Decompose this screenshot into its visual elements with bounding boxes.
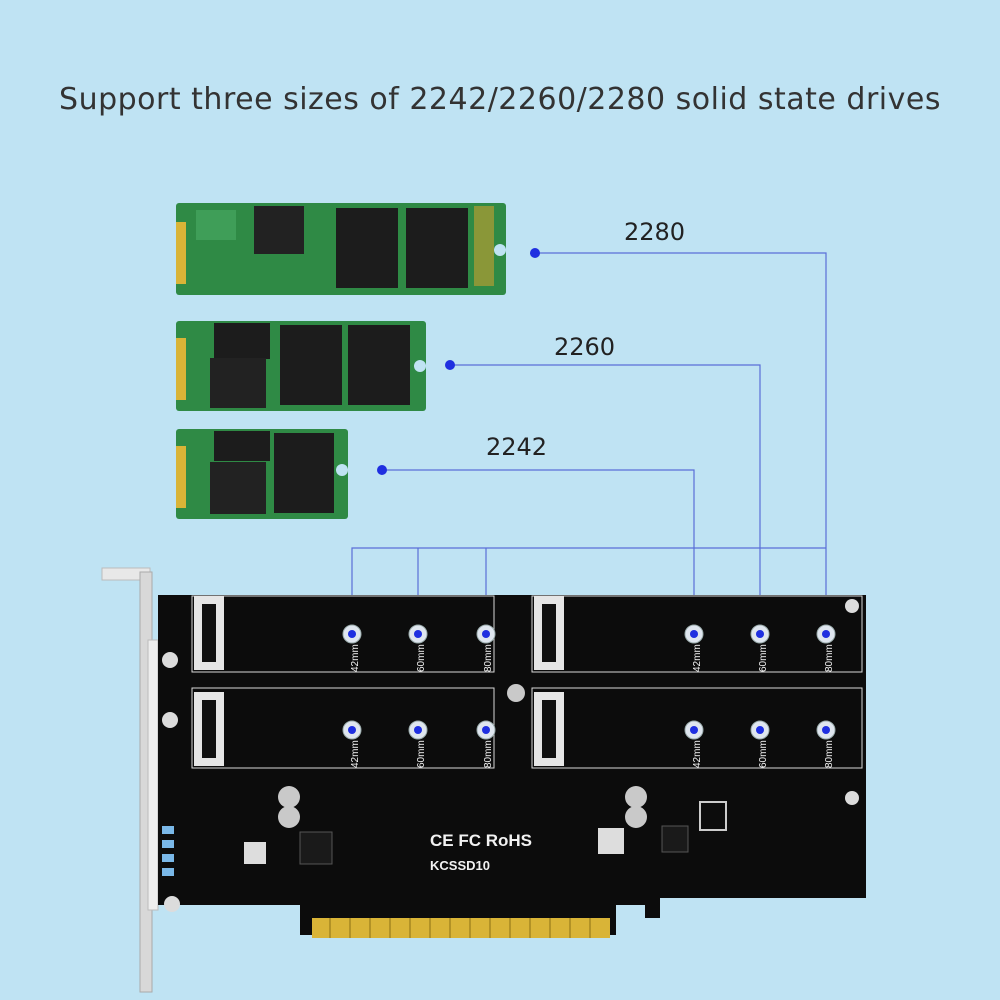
board-model: KCSSD10 <box>430 858 490 873</box>
ssd-2242 <box>176 429 348 519</box>
leader-dots <box>377 248 540 475</box>
slot-mark: 42mm <box>350 740 361 768</box>
ssd-2280 <box>176 203 506 295</box>
size-label-2260: 2260 <box>554 333 615 361</box>
slot-mark: 80mm <box>824 740 835 768</box>
slot-mark: 80mm <box>483 644 494 672</box>
slot-mark: 60mm <box>758 740 769 768</box>
screw-posts <box>342 624 836 740</box>
board-components <box>162 599 859 912</box>
size-label-2242: 2242 <box>486 433 547 461</box>
adapter-board: 42mm 60mm 80mm 42mm 60mm 80mm 42mm 60mm … <box>158 595 866 938</box>
headline: Support three sizes of 2242/2260/2280 so… <box>59 82 941 117</box>
slot-mark: 42mm <box>692 644 703 672</box>
slot-marks: 42mm 60mm 80mm 42mm 60mm 80mm 42mm 60mm … <box>350 644 835 768</box>
certification-marks: CE FC RoHS <box>430 831 532 850</box>
slot-mark: 42mm <box>350 644 361 672</box>
pci-bracket <box>101 567 159 993</box>
slot-mark: 80mm <box>824 644 835 672</box>
slot-mark: 60mm <box>416 644 427 672</box>
size-label-2280: 2280 <box>624 218 685 246</box>
slot-mark: 60mm <box>758 644 769 672</box>
slot-mark: 60mm <box>416 740 427 768</box>
ssd-2260 <box>176 321 426 411</box>
slot-mark: 80mm <box>483 740 494 768</box>
slot-mark: 42mm <box>692 740 703 768</box>
